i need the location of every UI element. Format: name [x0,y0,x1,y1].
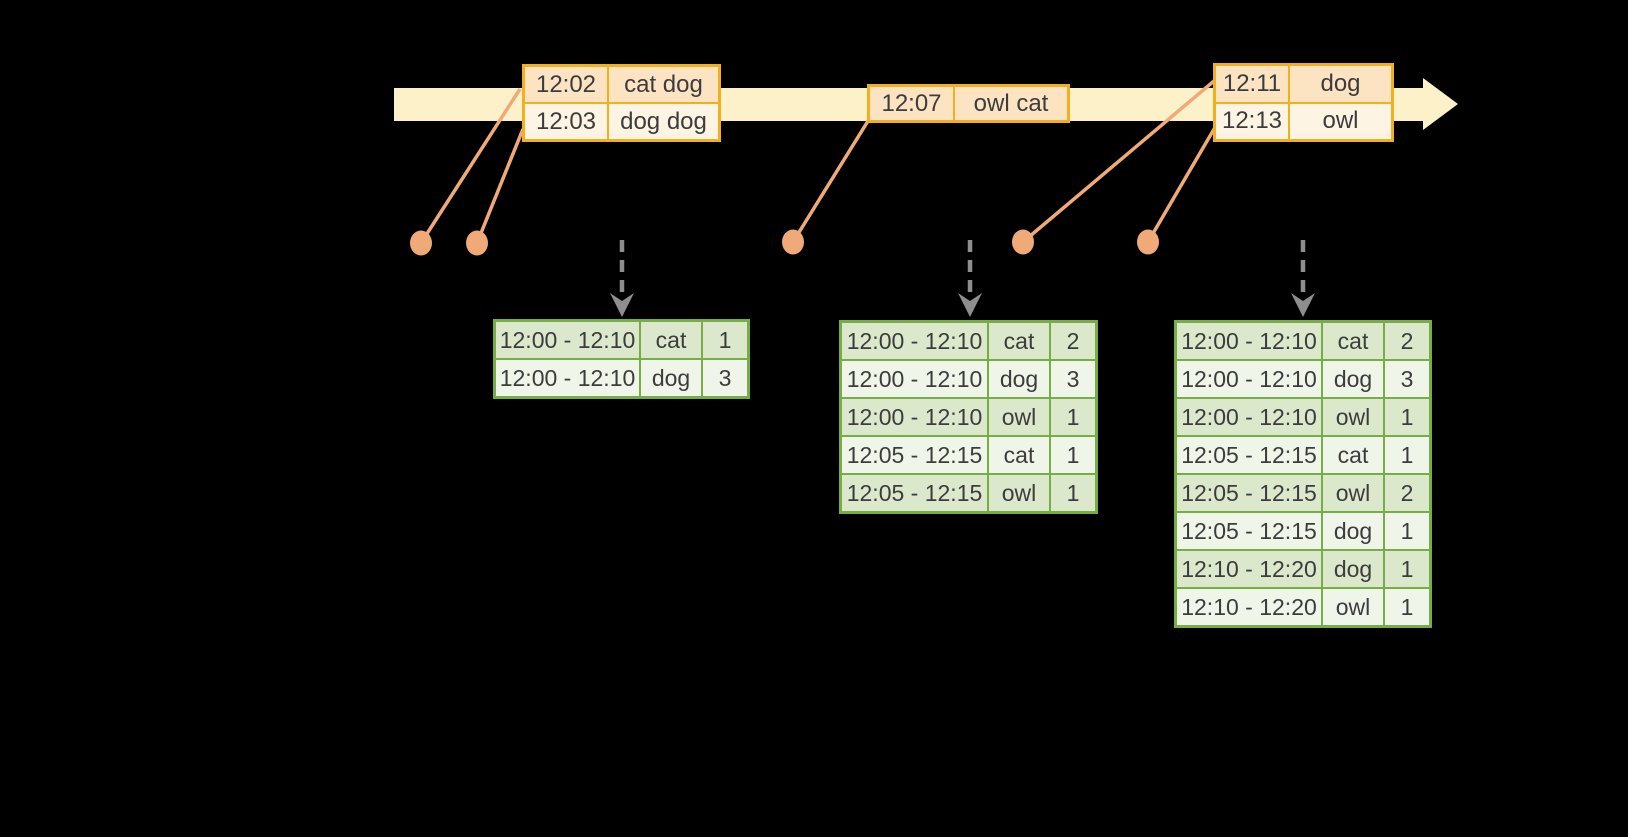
connector-line-2 [475,128,525,244]
count-cell: 1 [1051,437,1095,473]
window-cell: 12:00 - 12:10 [496,322,639,358]
count-cell: 1 [1385,399,1429,435]
word-cell: cat [1323,437,1383,473]
event-dot-4 [1012,229,1034,255]
window-cell: 12:00 - 12:10 [1177,361,1321,397]
event-words-cell: dog [1290,66,1391,102]
window-cell: 12:00 - 12:10 [842,361,987,397]
word-cell: cat [989,437,1049,473]
count-cell: 1 [1385,589,1429,625]
event-table-3: 12:11 dog 12:13 owl [1213,63,1394,142]
count-cell: 1 [1385,551,1429,587]
window-cell: 12:00 - 12:10 [1177,323,1321,359]
event-dot-1 [410,230,432,256]
event-words-cell: owl [1290,103,1391,139]
trigger-arrowhead-icon-2 [958,293,982,317]
count-cell: 1 [703,322,747,358]
event-table-2: 12:07 owl cat [867,84,1070,123]
result-table-2: 12:00 - 12:10 cat 2 12:00 - 12:10 dog 3 … [839,320,1098,514]
count-cell: 3 [1051,361,1095,397]
window-cell: 12:05 - 12:15 [842,437,987,473]
connector-line-1 [419,88,522,244]
event-words-cell: dog dog [609,104,718,139]
event-words-cell: cat dog [609,67,718,102]
word-cell: owl [989,399,1049,435]
word-cell: owl [1323,475,1383,511]
word-cell: owl [1323,399,1383,435]
word-cell: cat [989,323,1049,359]
connector-line-4 [1021,79,1216,244]
trigger-arrowhead-icon-1 [610,293,634,317]
word-cell: dog [989,361,1049,397]
connector-lines [419,79,1219,244]
trigger-arrows [619,240,1306,298]
count-cell: 1 [1385,513,1429,549]
word-cell: dog [1323,551,1383,587]
window-cell: 12:00 - 12:10 [496,360,639,396]
count-cell: 2 [1385,475,1429,511]
window-cell: 12:00 - 12:10 [842,399,987,435]
count-cell: 2 [1385,323,1429,359]
count-cell: 3 [1385,361,1429,397]
connector-line-3 [791,120,870,243]
word-cell: dog [1323,361,1383,397]
window-cell: 12:05 - 12:15 [842,475,987,511]
word-cell: owl [989,475,1049,511]
result-table-1: 12:00 - 12:10 cat 1 12:00 - 12:10 dog 3 [493,319,750,399]
window-cell: 12:05 - 12:15 [1177,437,1321,473]
count-cell: 1 [1051,475,1095,511]
event-time-cell: 12:03 [525,104,607,139]
word-cell: cat [1323,323,1383,359]
word-cell: cat [641,322,701,358]
event-dot-5 [1137,229,1159,255]
result-table-3: 12:00 - 12:10 cat 2 12:00 - 12:10 dog 3 … [1174,320,1432,628]
window-cell: 12:00 - 12:10 [1177,399,1321,435]
word-cell: dog [1323,513,1383,549]
window-cell: 12:05 - 12:15 [1177,513,1321,549]
count-cell: 2 [1051,323,1095,359]
event-time-cell: 12:13 [1216,103,1288,139]
event-time-dots [410,229,1159,256]
window-cell: 12:10 - 12:20 [1177,589,1321,625]
window-cell: 12:00 - 12:10 [842,323,987,359]
count-cell: 1 [1051,399,1095,435]
window-cell: 12:10 - 12:20 [1177,551,1321,587]
window-cell: 12:05 - 12:15 [1177,475,1321,511]
word-cell: dog [641,360,701,396]
event-table-1: 12:02 cat dog 12:03 dog dog [522,64,721,142]
event-time-cell: 12:02 [525,67,607,102]
event-dot-3 [782,229,804,255]
event-words-cell: owl cat [955,87,1067,120]
event-time-cell: 12:07 [870,87,953,120]
word-cell: owl [1323,589,1383,625]
count-cell: 3 [703,360,747,396]
timeline-arrowhead-icon [1423,78,1458,130]
event-dot-2 [466,230,488,256]
connector-line-5 [1146,123,1219,243]
trigger-arrowheads [610,293,1315,317]
event-time-cell: 12:11 [1216,66,1288,102]
count-cell: 1 [1385,437,1429,473]
trigger-arrowhead-icon-3 [1291,293,1315,317]
